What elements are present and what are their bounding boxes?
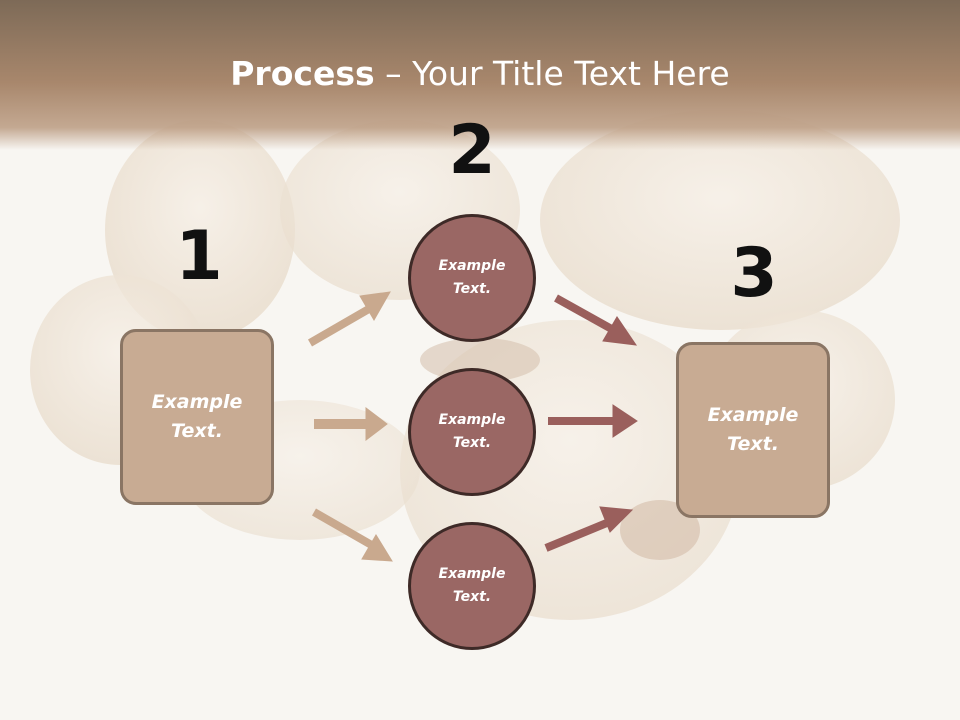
title-bold: Process [230,54,375,93]
arrow-from-middle-circle [548,404,638,438]
title-bar [0,0,960,150]
right-box-line1: Example [707,404,799,426]
circle-bottom[interactable]: Example Text. [408,522,536,650]
circle-top-line2: Text. [452,281,492,297]
right-box-line2: Text. [727,433,779,455]
circle-middle-line2: Text. [452,435,492,451]
arrow-to-bottom-circle [312,508,393,562]
circle-bottom-line1: Example [438,566,506,582]
arrow-to-middle-circle [314,406,388,442]
left-box-line2: Text. [171,420,223,442]
circle-top-line1: Example [438,258,506,274]
step-number-3: 3 [730,234,778,313]
title-rest: – Your Title Text Here [374,54,730,93]
slide-title[interactable]: Process – Your Title Text Here [0,52,960,96]
circle-top[interactable]: Example Text. [408,214,536,342]
arrow-to-top-circle [307,291,391,347]
circle-middle[interactable]: Example Text. [408,368,536,496]
circle-middle-line1: Example [438,412,506,428]
circle-bottom-line2: Text. [452,589,492,605]
arrow-from-top-circle [554,294,638,346]
step-number-1: 1 [175,217,223,296]
step-number-2: 2 [448,111,496,190]
left-box-line1: Example [151,391,243,413]
right-box[interactable]: Example Text. [676,342,830,518]
left-box[interactable]: Example Text. [120,329,274,505]
arrow-from-bottom-circle [544,506,634,552]
